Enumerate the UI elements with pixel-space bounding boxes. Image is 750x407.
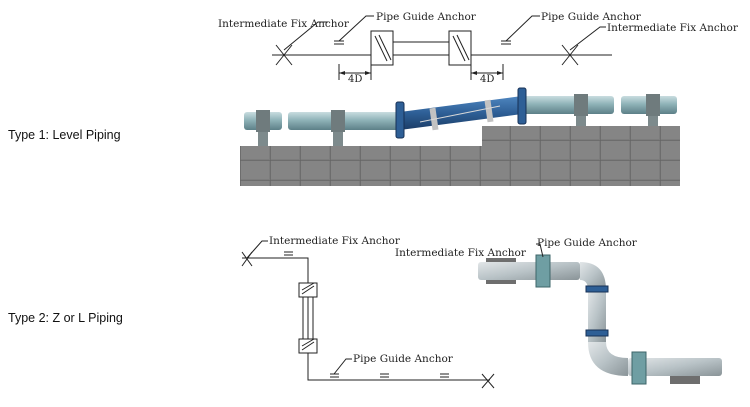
fix-anchor-symbol-right [561,44,579,66]
type2-schematic: Intermediate Fix Anchor Pipe Guide Ancho… [241,235,495,389]
pipe-upper [478,262,580,280]
type2-label: Type 2: Z or L Piping [8,311,123,325]
guide-anchor-symbol-right [501,40,511,45]
fix-anchor-symbol-bottom [481,373,495,389]
offset-pipe-coupled [400,96,522,130]
pipe-lower [628,358,722,376]
wall-upper [482,126,680,186]
coupling-symbol-left [370,30,394,66]
bend-lower [588,342,628,376]
type1-schematic: 4D 4D Intermediate Fix Anchor Pipe Guide… [218,11,739,85]
dim-label-right: 4D [480,74,494,85]
coupling-symbol-right [448,30,472,66]
type2-render: Pipe Guide Anchor Intermediate Fix Ancho… [395,237,722,385]
fix-anchor-label-left: Intermediate Fix Anchor [218,18,350,30]
guide-anchor-label-schematic: Pipe Guide Anchor [353,353,454,365]
type1-render [240,87,680,186]
pipe-segment [522,96,614,114]
guide-anchor-label-right: Pipe Guide Anchor [541,11,642,23]
dimension-right: 4D [470,64,504,85]
guide-anchor-label-render: Pipe Guide Anchor [537,237,638,249]
dim-label-left: 4D [348,74,362,85]
wall-lower [240,146,482,186]
fix-anchor-symbol-left [275,44,293,66]
guide-anchor-label-left: Pipe Guide Anchor [376,11,477,23]
pipe-vertical [588,290,606,342]
guide-anchor-symbol-left [334,40,344,45]
fix-anchor-label-schematic: Intermediate Fix Anchor [269,235,401,247]
fix-anchor-label-right: Intermediate Fix Anchor [607,22,739,34]
bend-upper [580,262,606,290]
fix-anchor-label-render: Intermediate Fix Anchor [395,247,527,259]
dimension-left: 4D [338,64,372,85]
type1-label: Type 1: Level Piping [8,128,121,142]
